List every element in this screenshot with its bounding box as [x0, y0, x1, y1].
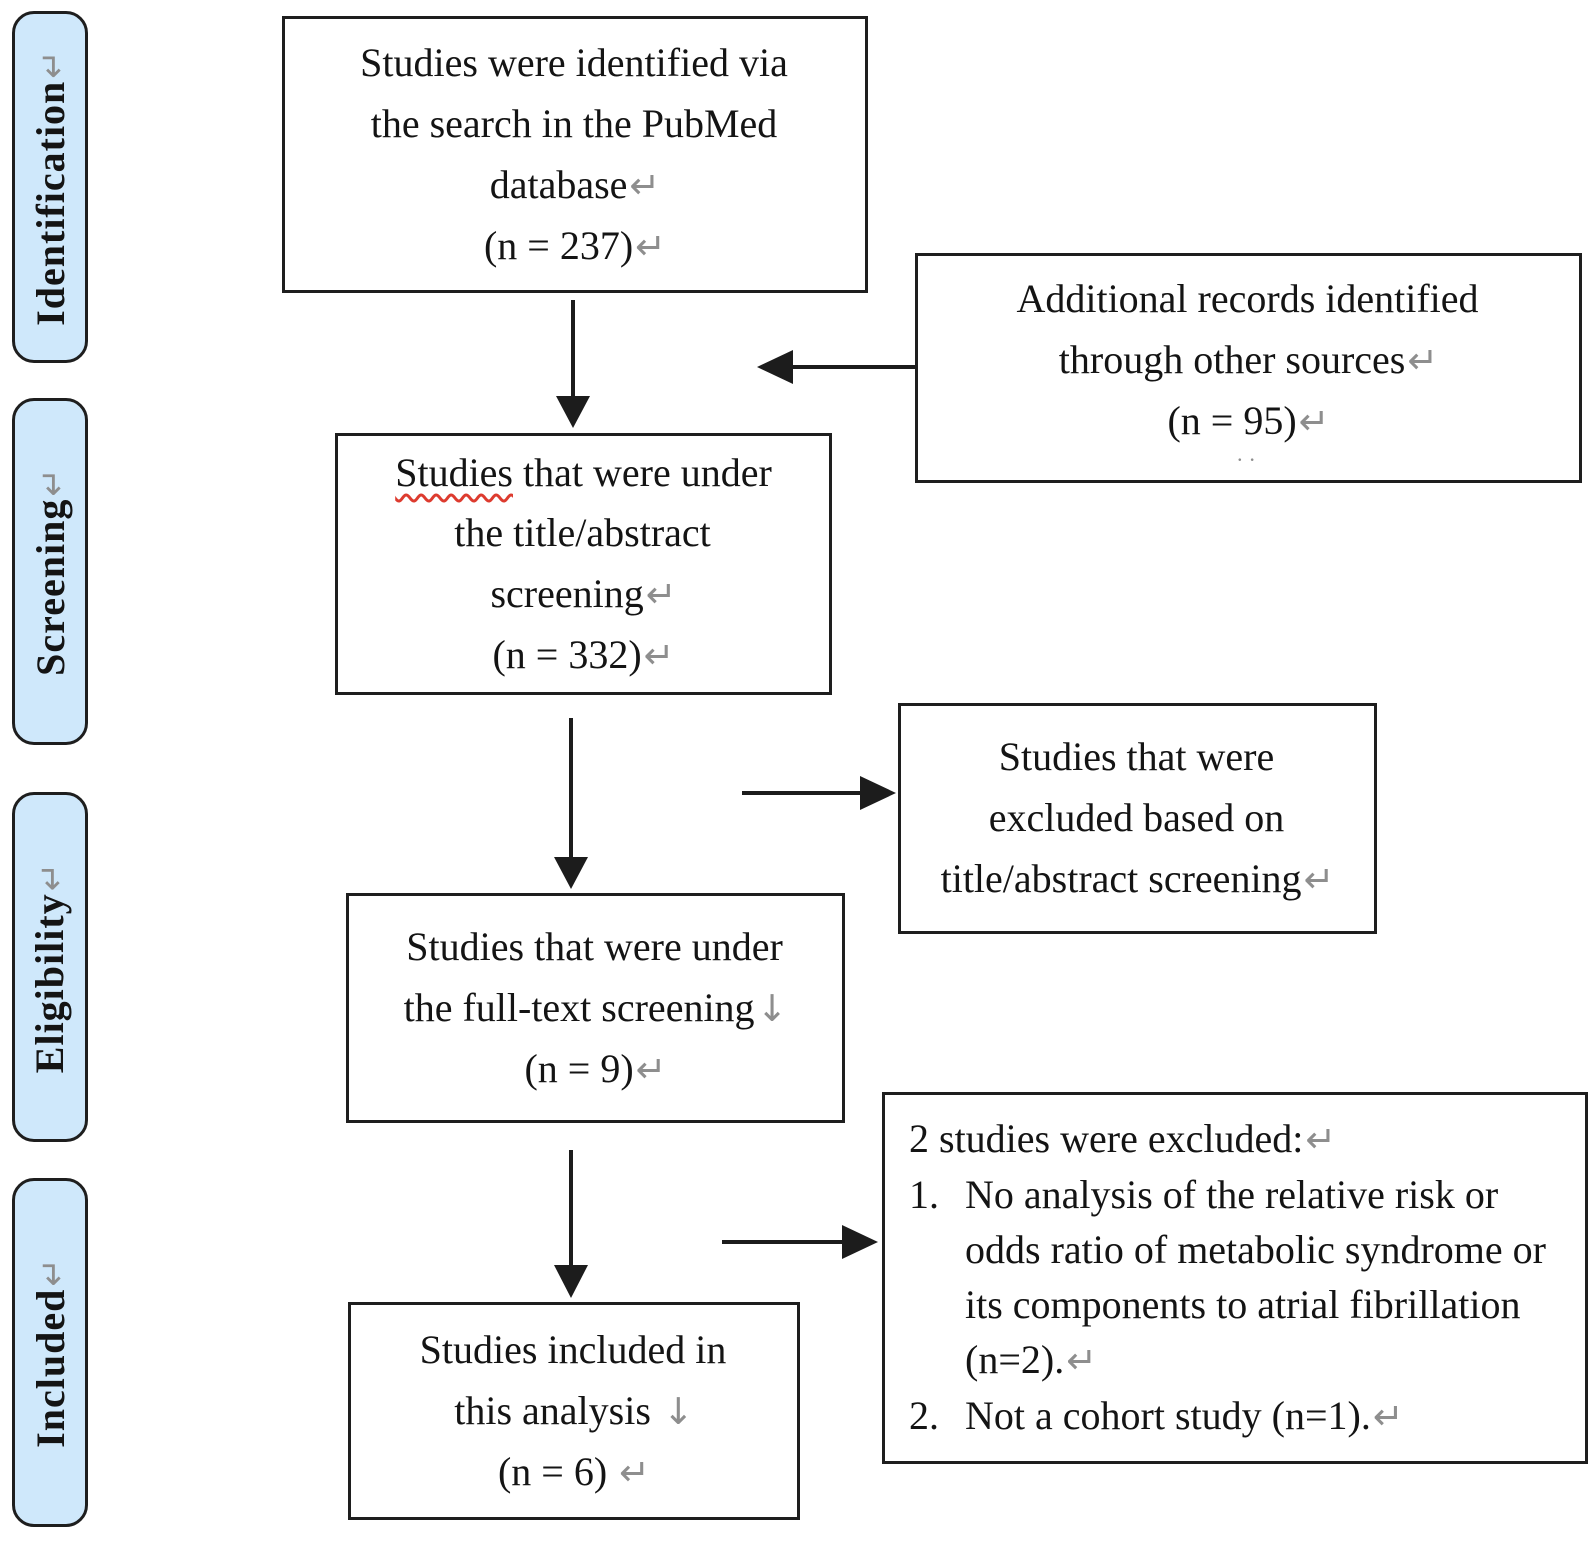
return-mark-icon [1479, 278, 1481, 321]
stage-label-included: Included↵ [12, 1178, 88, 1527]
stage-label-screening: Screening↵ [12, 398, 88, 745]
box-title-abstract-screening: Studies that were under the title/abstra… [335, 433, 832, 695]
text-line: (n = 95)↵ [1167, 391, 1329, 452]
return-mark-icon: ↵ [1066, 1339, 1098, 1382]
text-line: the title/abstract [454, 503, 713, 564]
line-text: (n = 6) [497, 1448, 618, 1494]
text-line: 2 studies were excluded:↵ [909, 1111, 1561, 1167]
box-included-in-analysis: Studies included in this analysis ↓ (n =… [348, 1302, 800, 1520]
excluded-reason-item: 1. No analysis of the relative risk or o… [909, 1167, 1561, 1388]
arrow-right-screening-to-excluded [742, 776, 896, 810]
text-line: screening↵ [490, 564, 676, 625]
line-text: Additional records identified [1016, 275, 1479, 321]
return-mark-icon [726, 1329, 728, 1372]
linebreak-mark-icon: ↓ [756, 986, 788, 1030]
arrow-down-screening-to-eligibility [554, 718, 588, 889]
line-text: (n = 95) [1167, 397, 1297, 443]
return-mark-icon: ↵ [629, 163, 661, 207]
return-mark-icon: ↵ [1305, 1118, 1337, 1161]
text-line: Studies that were under [395, 443, 772, 503]
text-line: this analysis ↓ [454, 1381, 694, 1442]
text-line: database↵ [490, 155, 661, 216]
line-text: through other sources [1058, 336, 1406, 382]
text-line: Studies were identified via [360, 33, 790, 94]
line-text: that were under [513, 449, 772, 495]
text-line: title/abstract screening↵ [941, 849, 1335, 910]
line-text: the search in the PubMed [370, 100, 778, 146]
arrow-down-eligibility-to-included [554, 1150, 588, 1298]
text-line: Studies that were [999, 727, 1277, 788]
box-records-identified: Studies were identified via the search i… [282, 16, 868, 293]
line-text: title/abstract screening [940, 856, 1302, 901]
line-text: Studies were identified via [360, 39, 788, 85]
line-text: Studies that were [998, 734, 1275, 779]
list-item-text: Not a cohort study (n=1).↵ [965, 1388, 1561, 1444]
return-mark-icon [788, 42, 790, 85]
text-line: through other sources↵ [1059, 330, 1438, 391]
box-excluded-fulltext-reasons: 2 studies were excluded:↵ 1. No analysis… [882, 1092, 1588, 1464]
return-mark-icon [777, 103, 779, 146]
misspelled-word: Studies [395, 449, 513, 495]
line-text: Not a cohort study (n=1). [965, 1393, 1371, 1438]
return-mark-icon: ↵ [643, 633, 675, 677]
line-text: (n = 9) [524, 1045, 634, 1091]
line-text: Studies that were under [406, 923, 783, 969]
line-text: the title/abstract [454, 509, 711, 555]
text-line: Additional records identified [1016, 269, 1480, 330]
text-line: (n = 6) ↵ [498, 1442, 650, 1503]
return-mark-icon: ↵ [635, 1047, 667, 1091]
line-text: Studies included in [419, 1326, 727, 1372]
line-text: this analysis [454, 1387, 661, 1433]
return-mark-icon: ↵ [1372, 1395, 1404, 1438]
return-mark-icon [711, 512, 713, 555]
text-line: the search in the PubMed [371, 94, 780, 155]
line-text: database [489, 161, 628, 207]
box-additional-records: Additional records identified through ot… [915, 253, 1582, 483]
list-number: 1. [909, 1172, 939, 1217]
box-excluded-title-abstract: Studies that were excluded based on titl… [898, 703, 1377, 934]
text-line: (n = 9)↵ [524, 1039, 666, 1100]
text-line: excluded based on [989, 788, 1286, 849]
line-text: 2 studies were excluded: [909, 1116, 1304, 1161]
return-mark-icon [783, 926, 785, 969]
return-mark-icon: ↵ [619, 1450, 651, 1494]
line-text: (n = 237) [483, 222, 634, 268]
list-item-text: No analysis of the relative risk or odds… [965, 1167, 1561, 1388]
arrow-left-additional-to-flow [757, 350, 915, 384]
text-line: Studies included in [420, 1320, 729, 1381]
return-mark-icon: ↵ [645, 572, 677, 616]
stage-label-identification: Identification↵ [12, 11, 88, 363]
return-mark-icon: ↵ [1303, 858, 1335, 901]
stage-label-eligibility: Eligibility↵ [12, 792, 88, 1142]
text-line: (n = 332)↵ [492, 625, 674, 686]
return-mark-icon [1284, 797, 1286, 840]
line-text: (n = 332) [492, 631, 642, 677]
return-mark-icon: ↵ [635, 224, 667, 268]
text-line: (n = 237)↵ [484, 216, 666, 277]
list-number: 2. [909, 1393, 939, 1438]
line-text: screening [490, 570, 644, 616]
line-text: the full-text screening [403, 984, 755, 1030]
line-text: excluded based on [988, 795, 1285, 840]
excluded-reason-item: 2. Not a cohort study (n=1).↵ [909, 1388, 1561, 1444]
box-fulltext-screening: Studies that were under the full-text sc… [346, 893, 845, 1123]
text-line: the full-text screening↓ [404, 978, 788, 1039]
arrow-down-identified-to-screening [556, 300, 590, 428]
return-mark-icon: ↵ [1298, 399, 1330, 443]
arrow-right-eligibility-to-excluded2 [722, 1225, 878, 1259]
line-text: No analysis of the relative risk or odds… [965, 1172, 1546, 1382]
linebreak-mark-icon: ↓ [662, 1389, 694, 1433]
return-mark-icon [1274, 736, 1276, 779]
return-mark-icon: ↵ [1407, 338, 1439, 382]
stray-dots: ·· [1236, 446, 1261, 472]
text-line: Studies that were under [406, 917, 785, 978]
